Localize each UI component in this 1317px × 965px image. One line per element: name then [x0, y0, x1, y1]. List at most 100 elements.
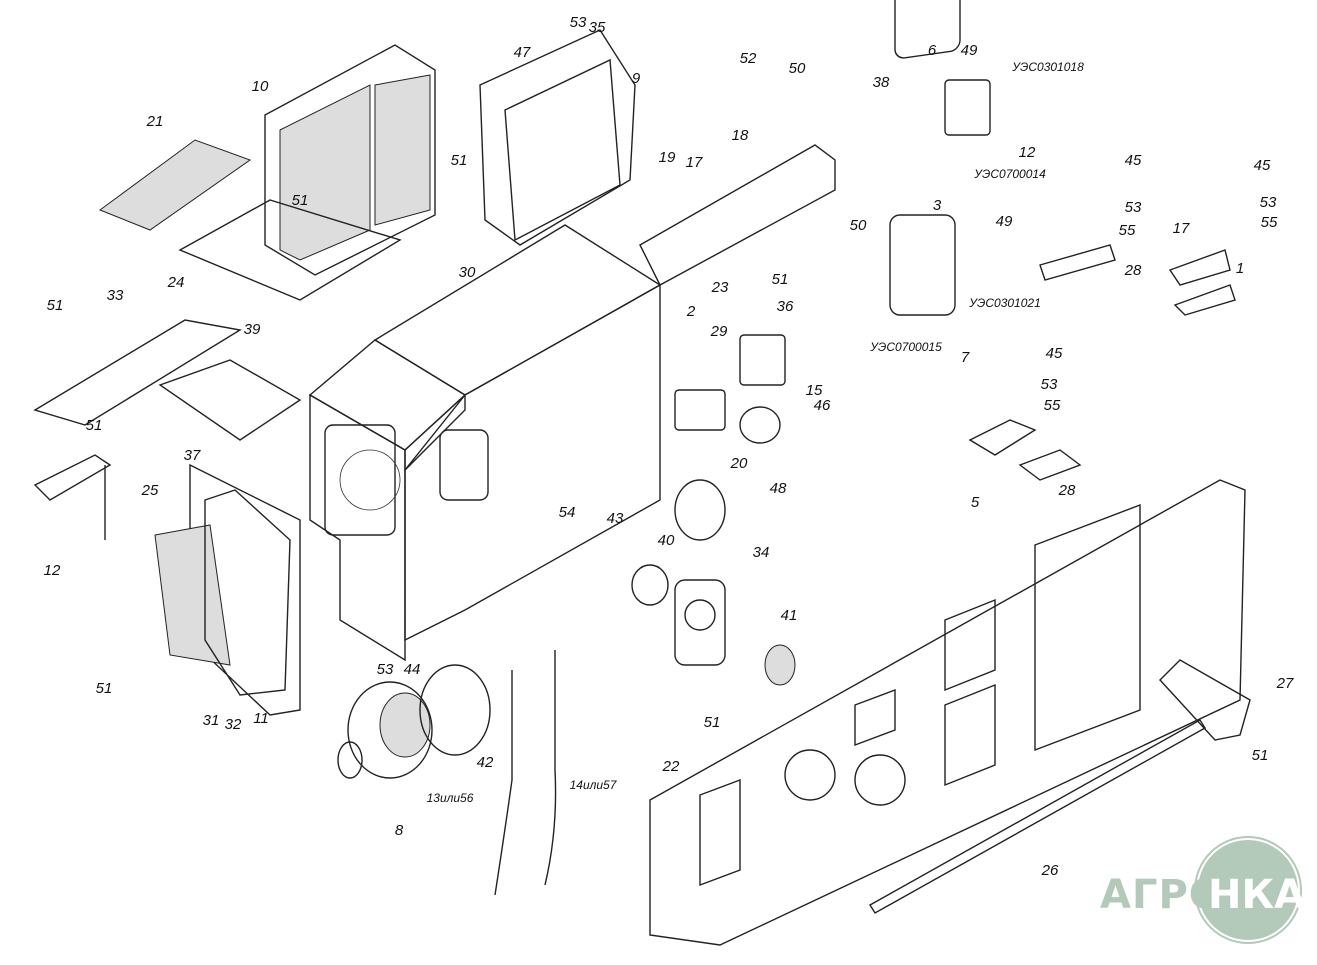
callout-label-66: 11: [253, 710, 269, 727]
callout-label-59: 37: [184, 447, 201, 464]
panel-35: [479, 29, 636, 246]
callout-label-5: 50: [789, 60, 806, 77]
callout-label-37: 30: [459, 264, 476, 281]
callout-label-43: 2: [686, 303, 696, 320]
callout-label-68: 44: [404, 661, 421, 678]
callout-label-0: 53: [570, 14, 587, 31]
callout-label-45: 36: [777, 298, 794, 315]
callout-label-11: УЭС0700014: [973, 167, 1046, 181]
callout-label-53: 34: [753, 544, 770, 561]
cover-37: [158, 359, 302, 441]
callout-label-30: 5: [971, 494, 980, 511]
filter-21: [98, 139, 252, 231]
strip-26: [869, 719, 1206, 914]
vent-34-41: [631, 479, 796, 686]
callout-label-46: 15: [806, 382, 823, 399]
callout-label-18: 53: [1260, 194, 1277, 211]
logo-circle: [1196, 838, 1300, 942]
callout-label-26: 7: [961, 349, 970, 366]
bracket-23: [639, 144, 836, 286]
callout-label-34: 24: [167, 274, 185, 291]
callout-label-22: 1: [1236, 260, 1244, 277]
callout-label-47: 46: [814, 397, 831, 414]
callout-label-40: 18: [732, 127, 749, 144]
dashboard-panel-22: [649, 479, 1246, 946]
callout-label-19: 55: [1261, 214, 1278, 231]
callout-label-50: 54: [559, 504, 576, 521]
callout-label-35: 51: [292, 192, 309, 209]
callout-label-63: 51: [96, 680, 113, 697]
callout-label-27: 45: [1046, 345, 1063, 362]
callout-label-73: 22: [662, 758, 680, 775]
callout-label-23: 49: [996, 213, 1013, 230]
callout-label-36: 51: [451, 152, 468, 169]
callout-label-4: 52: [740, 50, 757, 67]
callout-label-2: 35: [589, 19, 606, 36]
callout-label-28: 53: [1041, 376, 1058, 393]
bracket-33: [33, 319, 242, 426]
frame-3: [889, 0, 991, 316]
callout-label-56: 33: [107, 287, 124, 304]
callout-label-69: 42: [477, 754, 494, 771]
fan-motor-8: [337, 664, 491, 779]
grille-31-11: [154, 463, 301, 716]
callout-label-7: 6: [928, 42, 937, 59]
callout-label-42: 51: [772, 271, 789, 288]
callout-label-6: 38: [873, 74, 890, 91]
callout-label-24: УЭС0301021: [968, 296, 1041, 310]
callout-label-49: 48: [770, 480, 787, 497]
callout-label-61: 25: [141, 482, 159, 499]
callout-label-29: 55: [1044, 397, 1061, 414]
radiator-10: [264, 44, 436, 276]
callout-label-21: 28: [1124, 262, 1142, 279]
callout-label-9: УЭС0301018: [1011, 60, 1084, 74]
callout-label-75: 51: [1252, 747, 1269, 764]
callout-label-13: 50: [850, 217, 867, 234]
callout-label-74: 27: [1276, 675, 1294, 692]
callout-label-60: 51: [86, 417, 103, 434]
logo-text-left: АГРО: [1100, 872, 1224, 918]
brackets-28-5: [968, 244, 1236, 481]
callout-label-39: 17: [686, 154, 703, 171]
bracket-25: [33, 454, 112, 540]
callout-label-71: 13или56: [427, 791, 474, 805]
callout-label-17: 55: [1119, 222, 1136, 239]
callout-label-65: 32: [225, 716, 242, 733]
cables-13-14: [494, 650, 557, 896]
callout-label-25: УЭС0700015: [869, 340, 942, 354]
callout-label-55: 51: [704, 714, 721, 731]
callout-label-3: 9: [632, 70, 641, 87]
callout-label-51: 43: [607, 510, 624, 527]
logo-text-right: НКА: [1208, 872, 1306, 918]
callout-label-10: 12: [1019, 144, 1036, 161]
callout-label-62: 12: [44, 562, 61, 579]
callout-label-41: 23: [711, 279, 729, 296]
callout-label-33: 21: [146, 113, 164, 130]
callout-label-12: 3: [933, 197, 942, 214]
callout-label-57: 51: [47, 297, 64, 314]
callout-label-20: 17: [1173, 220, 1190, 237]
callout-label-76: 26: [1041, 862, 1059, 879]
bracket-27: [1159, 659, 1251, 741]
callout-label-16: 53: [1125, 199, 1142, 216]
callout-label-44: 29: [710, 323, 728, 340]
callout-label-15: 45: [1254, 157, 1271, 174]
agronka-logo: АГРО НКА: [1100, 838, 1305, 948]
callout-label-8: 49: [961, 42, 978, 59]
callout-label-67: 53: [377, 661, 394, 678]
plate-24: [178, 199, 402, 301]
switch-panels-29-36: [674, 334, 786, 444]
heater-box: [308, 224, 662, 662]
callout-label-48: 20: [730, 455, 748, 472]
callout-label-1: 47: [514, 44, 531, 61]
callout-label-64: 31: [203, 712, 220, 729]
callout-label-14: 45: [1125, 152, 1142, 169]
callout-label-52: 40: [658, 532, 675, 549]
callout-label-54: 41: [781, 607, 798, 624]
callout-label-58: 39: [244, 321, 261, 338]
callout-label-32: 10: [252, 78, 269, 95]
callout-label-72: 14или57: [570, 778, 618, 792]
